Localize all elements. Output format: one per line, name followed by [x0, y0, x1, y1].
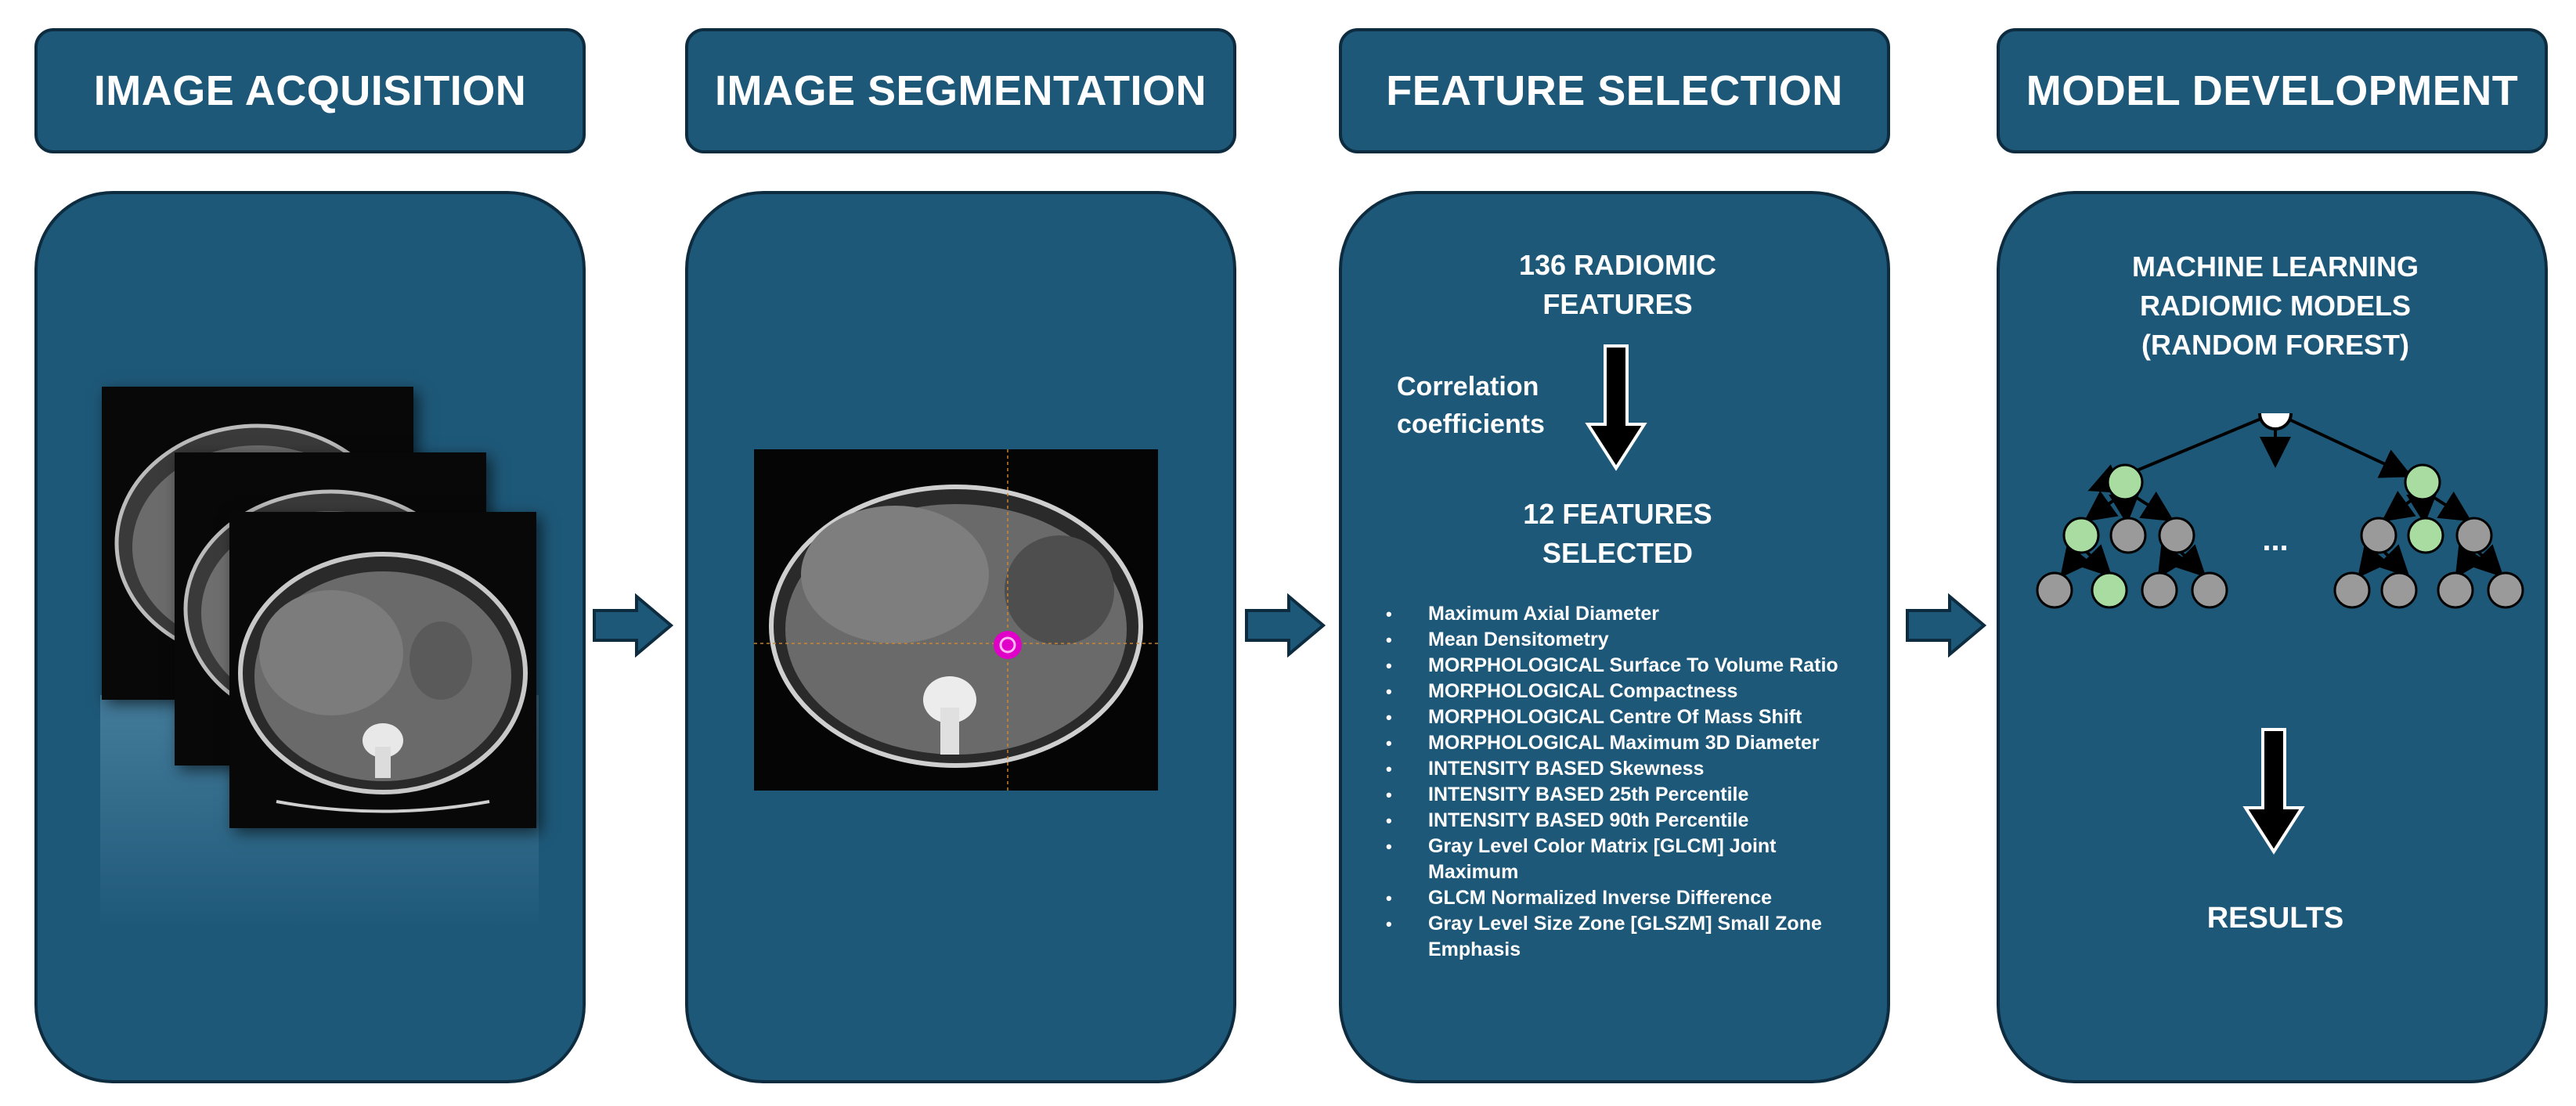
- selected-features-line1: 12 FEATURES: [1523, 498, 1712, 530]
- selected-features-label: 12 FEATURES SELECTED: [1342, 495, 1887, 573]
- header-image-acquisition: IMAGE ACQUISITION: [34, 28, 586, 153]
- feature-item: Mean Densitometry: [1370, 627, 1871, 653]
- panel-image-acquisition: [34, 191, 586, 1083]
- feature-item: INTENSITY BASED Skewness: [1370, 756, 1871, 782]
- header-feature-selection: FEATURE SELECTION: [1339, 28, 1890, 153]
- flow-arrow-2-icon: [1245, 593, 1326, 657]
- feature-item: MORPHOLOGICAL Surface To Volume Ratio: [1370, 653, 1871, 679]
- results-label: RESULTS: [2206, 902, 2344, 935]
- model-line1: MACHINE LEARNING: [2132, 250, 2419, 283]
- segmented-ct-image: [754, 449, 1158, 791]
- panel-image-segmentation: [685, 191, 1236, 1083]
- panel-feature-selection: 136 RADIOMIC FEATURES Correlation coeffi…: [1339, 191, 1890, 1083]
- method-line1: Correlation: [1397, 372, 1539, 402]
- feature-item: GLCM Normalized Inverse Difference: [1370, 885, 1871, 911]
- feature-item: MORPHOLOGICAL Centre Of Mass Shift: [1370, 704, 1871, 730]
- selection-down-arrow-icon: [1585, 344, 1647, 471]
- feature-item: MORPHOLOGICAL Maximum 3D Diameter: [1370, 730, 1871, 756]
- feature-item: INTENSITY BASED 90th Percentile: [1370, 808, 1871, 834]
- input-features-label: 136 RADIOMIC FEATURES: [1342, 246, 1887, 324]
- feature-item: Maximum Axial Diameter: [1370, 601, 1871, 627]
- flow-arrow-3-icon: [1906, 593, 1987, 657]
- ct-slice-front: [229, 512, 536, 828]
- method-label: Correlation coefficients: [1397, 368, 1577, 443]
- header-image-segmentation: IMAGE SEGMENTATION: [685, 28, 1236, 153]
- input-features-line2: FEATURES: [1542, 288, 1693, 320]
- random-forest-tree-diagram: [2036, 413, 2524, 609]
- input-features-line1: 136 RADIOMIC: [1518, 249, 1717, 281]
- feature-list: Maximum Axial Diameter Mean Densitometry…: [1370, 601, 1871, 963]
- tree-ellipsis: ...: [2262, 523, 2289, 557]
- results-down-arrow-icon: [2242, 728, 2305, 855]
- feature-item: Gray Level Color Matrix [GLCM] Joint Max…: [1370, 834, 1871, 885]
- feature-item: MORPHOLOGICAL Compactness: [1370, 679, 1871, 704]
- model-line2: RADIOMIC MODELS: [2140, 290, 2411, 322]
- model-label: MACHINE LEARNING RADIOMIC MODELS (RANDOM…: [2000, 247, 2545, 365]
- method-line2: coefficients: [1397, 409, 1545, 439]
- flow-arrow-1-icon: [593, 593, 674, 657]
- feature-item: Gray Level Size Zone [GLSZM] Small Zone …: [1370, 911, 1871, 963]
- feature-item: INTENSITY BASED 25th Percentile: [1370, 782, 1871, 808]
- model-line3: (RANDOM FOREST): [2141, 329, 2409, 361]
- panel-model-development: MACHINE LEARNING RADIOMIC MODELS (RANDOM…: [1997, 191, 2548, 1083]
- header-model-development: MODEL DEVELOPMENT: [1997, 28, 2548, 153]
- selected-features-line2: SELECTED: [1542, 537, 1694, 569]
